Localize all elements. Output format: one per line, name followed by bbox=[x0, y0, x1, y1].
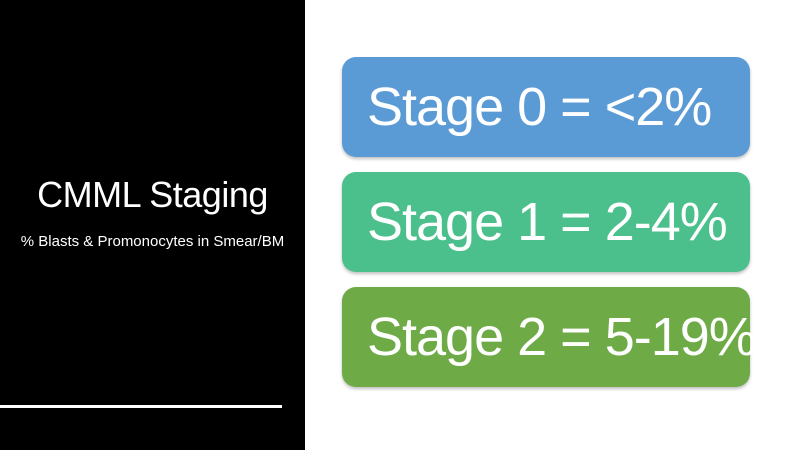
stage-0-box: Stage 0 = <2% bbox=[342, 57, 750, 157]
stage-1-label: Stage 1 = 2-4% bbox=[367, 192, 728, 252]
stage-0-label: Stage 0 = <2% bbox=[367, 77, 712, 137]
page-title: CMML Staging bbox=[37, 174, 268, 215]
stage-list: Stage 0 = <2% Stage 1 = 2-4% Stage 2 = 5… bbox=[342, 57, 757, 387]
slide-subtitle: % Blasts & Promonocytes in Smear/BM bbox=[20, 233, 285, 250]
stage-1-box: Stage 1 = 2-4% bbox=[342, 172, 750, 272]
stage-2-label: Stage 2 = 5-19% bbox=[367, 307, 757, 367]
stage-2-box: Stage 2 = 5-19% bbox=[342, 287, 757, 387]
title-panel: CMML Staging % Blasts & Promonocytes in … bbox=[0, 0, 305, 450]
divider-line bbox=[0, 405, 282, 408]
